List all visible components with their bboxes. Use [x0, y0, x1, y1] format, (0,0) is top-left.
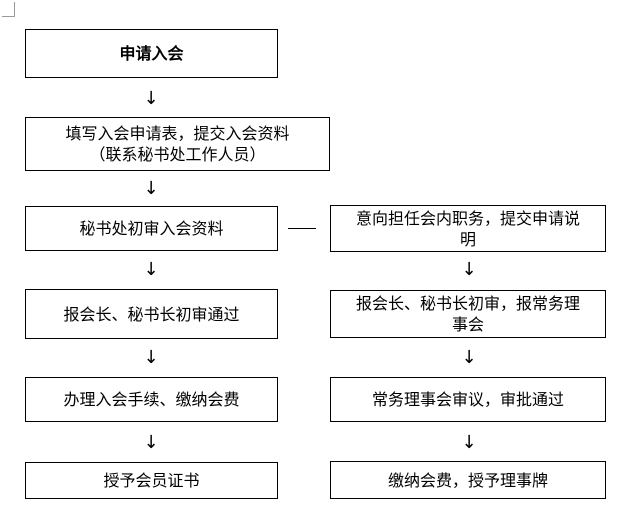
step-secretariat-review: 秘书处初审入会资料: [25, 206, 278, 251]
step-report-standing-council-line2: 事会: [451, 315, 484, 334]
arrow-down-icon: ↓: [143, 432, 159, 453]
step-apply-position: 意向担任会内职务，提交申请说 明: [330, 205, 606, 252]
arrow-down-icon: ↓: [461, 432, 477, 453]
page-corner-mark: [2, 2, 15, 17]
step-report-standing-council-line1: 报会长、秘书长初审，报常务理: [355, 294, 580, 313]
step-council-approval-label: 常务理事会审议，审批通过: [371, 390, 564, 409]
step-president-initial-approval-label: 报会长、秘书长初审通过: [63, 304, 240, 324]
step-council-approval: 常务理事会审议，审批通过: [330, 377, 606, 422]
step-secretariat-review-label: 秘书处初审入会资料: [79, 219, 224, 238]
step-president-initial-approval: 报会长、秘书长初审通过: [25, 289, 278, 339]
step-apply-position-line2: 明: [459, 229, 476, 249]
arrow-down-icon: ↓: [143, 259, 159, 280]
arrow-down-icon: ↓: [461, 347, 477, 368]
step-membership-procedures-label: 办理入会手续、缴纳会费: [63, 390, 240, 409]
step-pay-fee-grant-plaque: 缴纳会费，授予理事牌: [330, 461, 606, 499]
step-fill-application-line1: 填写入会申请表，提交入会资料: [65, 124, 290, 143]
step-grant-certificate: 授予会员证书: [25, 462, 278, 499]
arrow-down-icon: ↓: [461, 259, 477, 280]
step-grant-certificate-label: 授予会员证书: [103, 471, 200, 490]
step-membership-procedures: 办理入会手续、缴纳会费: [25, 377, 278, 422]
step-apply-membership: 申请入会: [25, 29, 278, 78]
step-pay-fee-grant-plaque-label: 缴纳会费，授予理事牌: [387, 470, 548, 490]
step-fill-application: 填写入会申请表，提交入会资料 （联系秘书处工作人员）: [25, 117, 330, 171]
step-report-standing-council: 报会长、秘书长初审，报常务理 事会: [330, 290, 606, 338]
arrow-down-icon: ↓: [143, 88, 159, 109]
step-apply-membership-label: 申请入会: [119, 44, 184, 63]
arrow-right-icon: [288, 220, 316, 236]
arrow-down-icon: ↓: [143, 347, 159, 368]
step-apply-position-line1: 意向担任会内职务，提交申请说: [355, 208, 580, 228]
arrow-down-icon: ↓: [143, 178, 159, 199]
step-fill-application-line2: （联系秘书处工作人员）: [89, 145, 266, 164]
